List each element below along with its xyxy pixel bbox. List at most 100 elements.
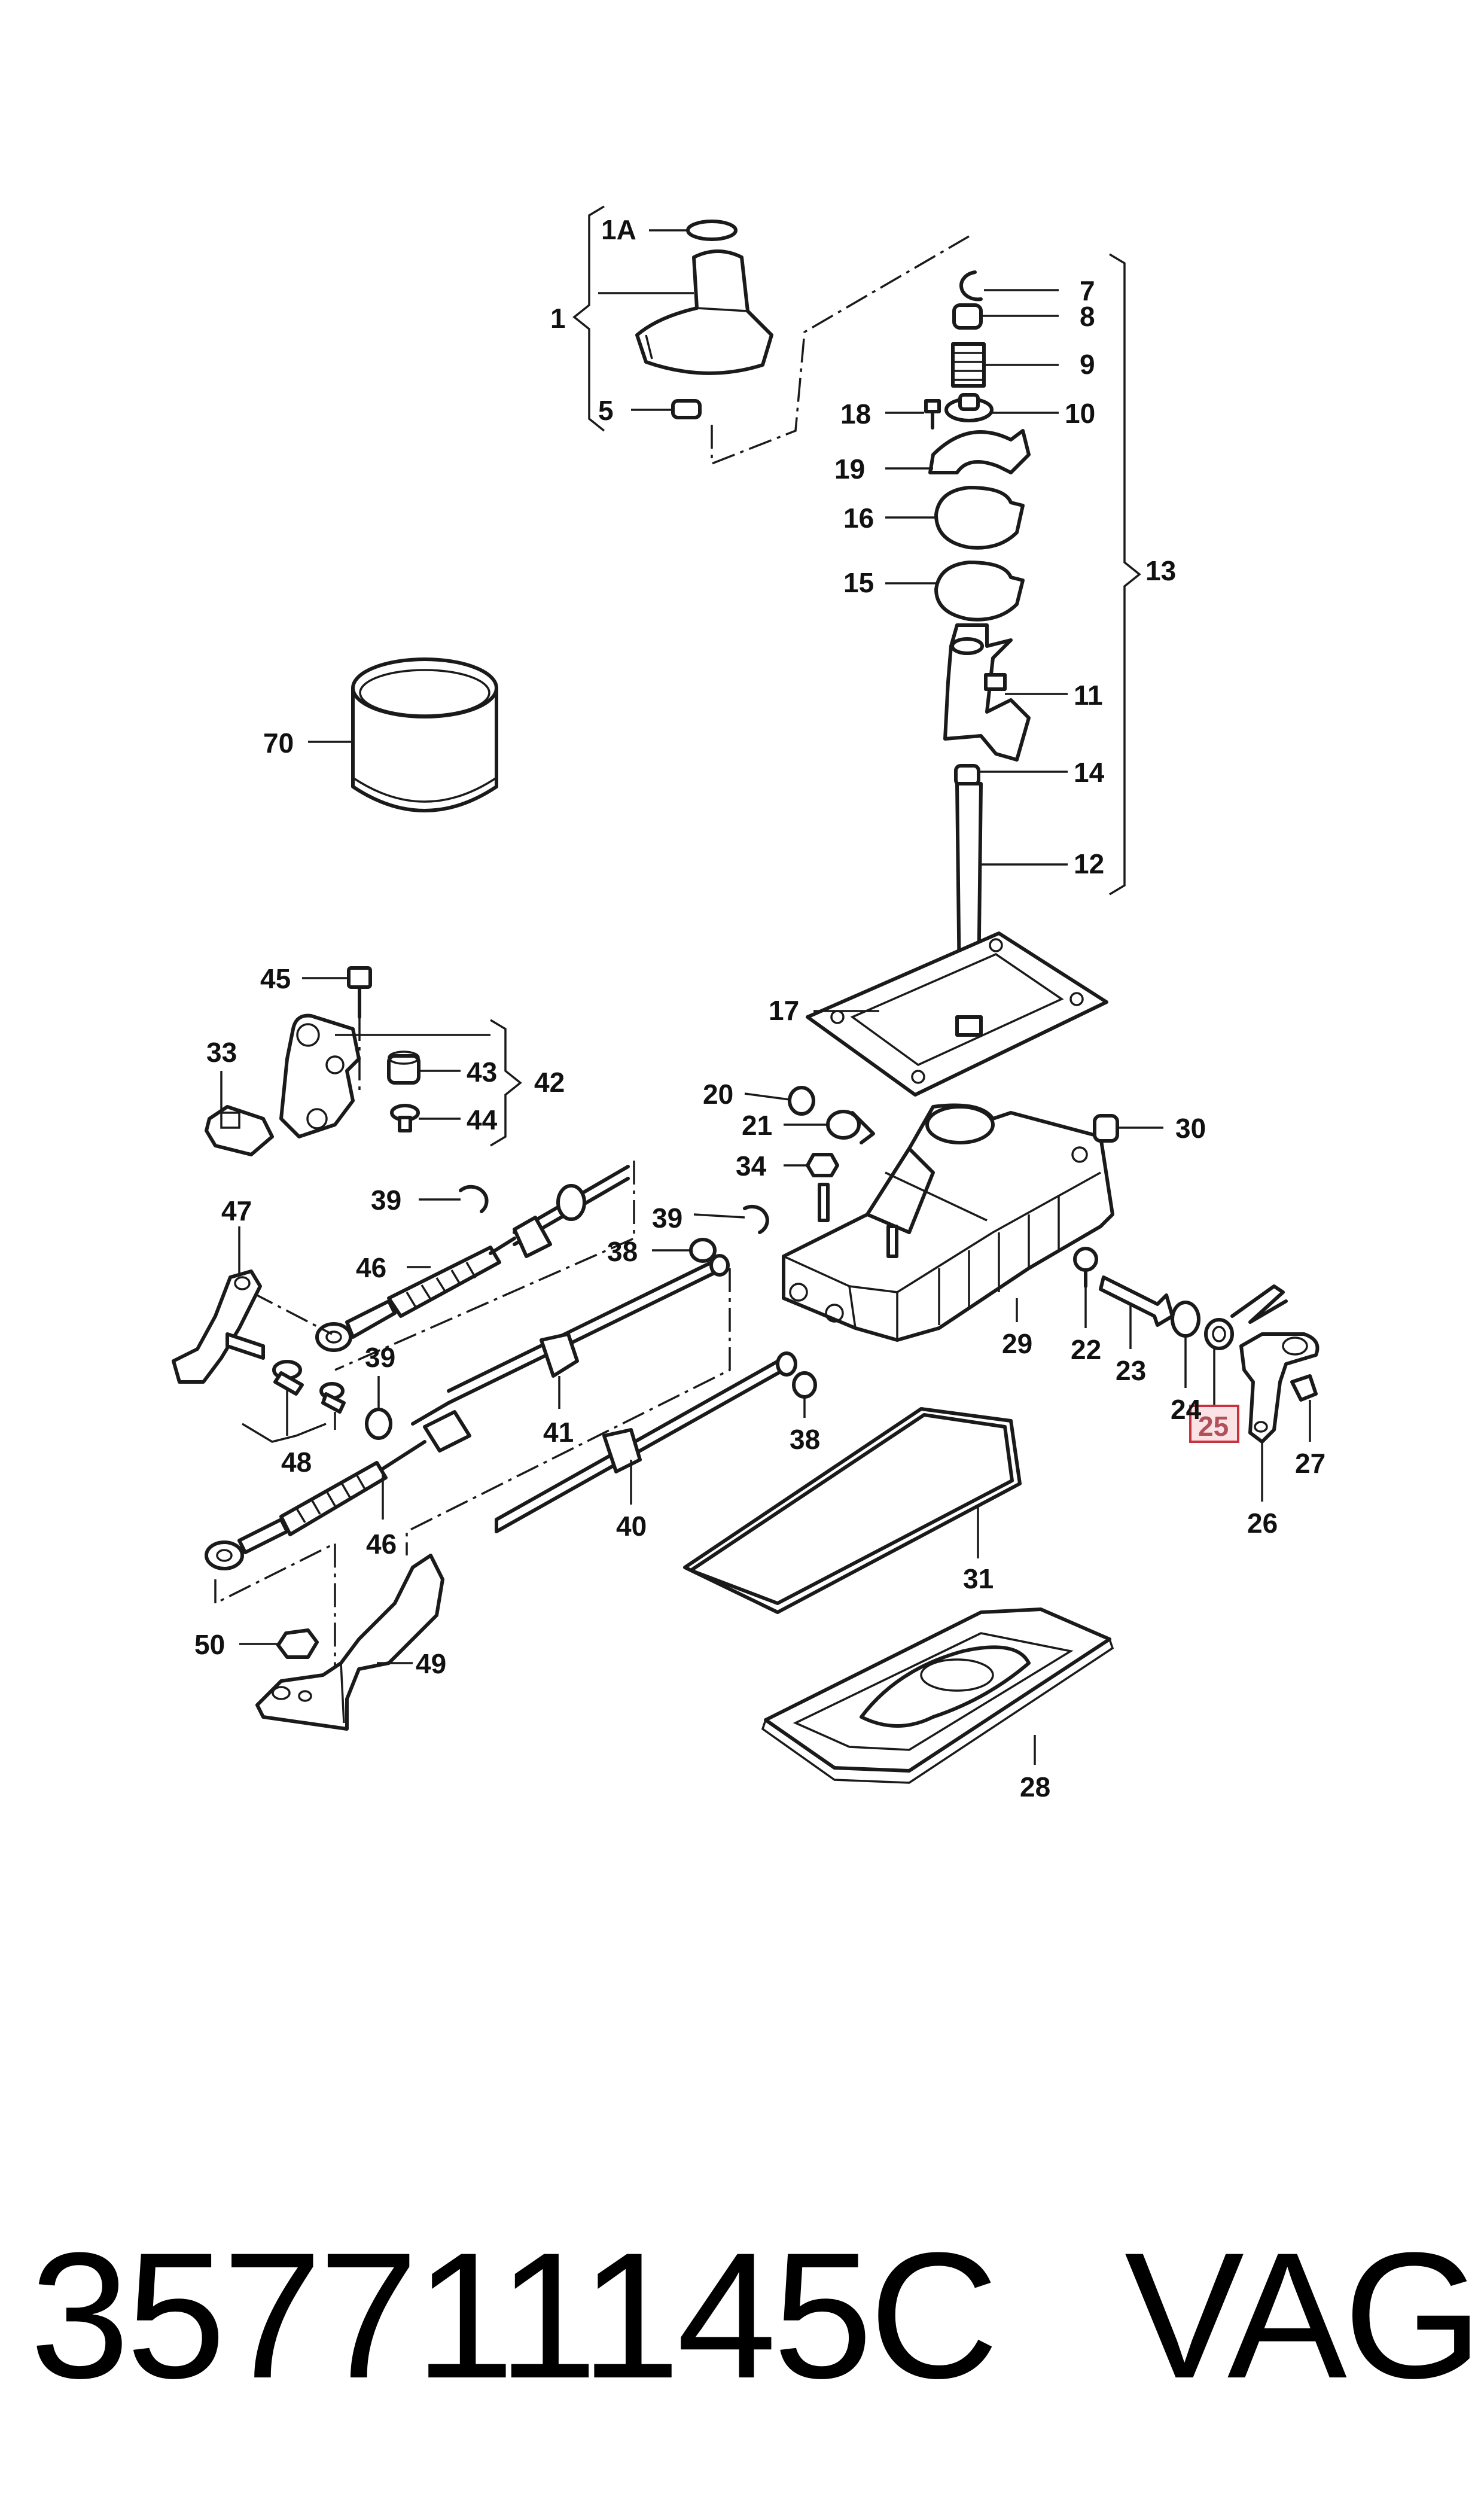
lever-49 <box>255 1554 444 1731</box>
bolt-18 <box>924 399 941 430</box>
bolt-27 <box>1290 1374 1318 1402</box>
cable-40 <box>495 1351 797 1533</box>
circlip-7 <box>959 270 983 302</box>
ball-socket-10 <box>944 393 994 422</box>
label-40: 40 <box>616 1511 647 1542</box>
label-26: 26 <box>1247 1508 1278 1539</box>
label-15: 15 <box>843 567 874 598</box>
label-20: 20 <box>703 1079 733 1110</box>
label-31: 31 <box>963 1563 994 1594</box>
bracket-13 <box>1109 253 1141 896</box>
label-1: 1 <box>550 303 566 334</box>
pin-44 <box>390 1104 420 1132</box>
cable-46-upper <box>315 1165 630 1352</box>
label-70: 70 <box>263 727 294 759</box>
label-13: 13 <box>1145 555 1176 586</box>
bush-43 <box>387 1051 420 1085</box>
half-shell-15 <box>934 561 1025 622</box>
label-39b: 39 <box>652 1202 682 1234</box>
label-25: 25 <box>1198 1411 1229 1442</box>
bracket-1 <box>572 205 605 432</box>
label-24: 24 <box>1171 1394 1202 1425</box>
label-46a: 46 <box>356 1252 386 1283</box>
label-18: 18 <box>840 398 871 430</box>
bolt-45 <box>347 966 372 1019</box>
pin-23 <box>1099 1275 1174 1327</box>
leader-48 <box>242 1388 336 1443</box>
brand-name: VAG <box>1125 2215 1483 2416</box>
label-1A: 1A <box>601 214 636 245</box>
ring-25 <box>1204 1318 1234 1350</box>
lever-49-line <box>214 1542 336 1675</box>
ring-20 <box>788 1086 815 1116</box>
nut-50 <box>276 1628 319 1659</box>
label-12: 12 <box>1074 848 1104 879</box>
cover-28 <box>761 1607 1114 1784</box>
washer-24 <box>1171 1301 1200 1338</box>
cable-41 <box>411 1254 730 1426</box>
label-22: 22 <box>1071 1334 1101 1365</box>
part-number: 357711145C <box>30 2215 999 2416</box>
clip-39a <box>459 1185 489 1213</box>
label-38b: 38 <box>790 1424 820 1455</box>
label-50: 50 <box>194 1629 225 1660</box>
label-17: 17 <box>769 995 799 1026</box>
cable-46-lower <box>205 1410 471 1570</box>
grommet-30 <box>1093 1114 1119 1143</box>
label-21: 21 <box>742 1110 772 1141</box>
spring-9 <box>951 342 986 388</box>
lever-47 <box>172 1269 265 1384</box>
label-34: 34 <box>736 1150 767 1182</box>
label-10: 10 <box>1065 398 1095 429</box>
cable-path-line-a <box>334 1161 635 1371</box>
knob-cap-ring <box>686 220 738 241</box>
gasket-31 <box>683 1407 1022 1614</box>
washer-38a <box>689 1238 717 1263</box>
bush-8 <box>952 303 983 330</box>
label-19: 19 <box>834 453 865 485</box>
clip-39b <box>743 1205 769 1234</box>
label-44: 44 <box>467 1104 498 1135</box>
label-33: 33 <box>206 1037 237 1068</box>
label-39c: 39 <box>365 1342 395 1373</box>
label-11: 11 <box>1074 680 1103 711</box>
label-41: 41 <box>543 1417 574 1448</box>
lever-47-line <box>251 1291 333 1335</box>
clip-33 <box>205 1105 274 1156</box>
label-47: 47 <box>221 1195 252 1226</box>
bracket-42 <box>490 1019 522 1147</box>
label-29: 29 <box>1002 1328 1032 1359</box>
label-39a: 39 <box>371 1185 401 1216</box>
knob-to-lever-line <box>711 235 970 465</box>
label-8: 8 <box>1080 301 1095 332</box>
label-16: 16 <box>843 503 874 534</box>
retainer-19 <box>928 429 1031 474</box>
label-42: 42 <box>534 1067 565 1098</box>
knob-clip <box>671 399 702 419</box>
label-43: 43 <box>467 1056 497 1088</box>
highlight-box-25 <box>1189 1405 1239 1443</box>
bush-22 <box>1073 1247 1098 1288</box>
ring-70 <box>351 657 498 812</box>
washer-38b <box>792 1371 817 1399</box>
label-5: 5 <box>598 395 614 426</box>
leader-20 <box>744 1092 790 1101</box>
nut-34 <box>806 1153 839 1177</box>
lever-26 <box>1239 1332 1320 1444</box>
label-48: 48 <box>281 1447 312 1478</box>
ring-39c <box>365 1408 392 1440</box>
label-7: 7 <box>1080 275 1095 306</box>
half-shell-16 <box>934 486 1025 550</box>
housing-29 <box>782 1103 1114 1342</box>
label-49: 49 <box>416 1648 446 1679</box>
label-9: 9 <box>1080 349 1095 380</box>
lever-11 <box>943 623 1031 762</box>
cable-path-line-b <box>406 1268 731 1555</box>
gasket-17 <box>806 931 1108 1097</box>
bracket-part-42 <box>279 1013 361 1138</box>
label-14: 14 <box>1074 757 1105 788</box>
label-45: 45 <box>260 963 291 994</box>
gear-knob <box>635 249 773 375</box>
spring-clip <box>1230 1284 1288 1324</box>
